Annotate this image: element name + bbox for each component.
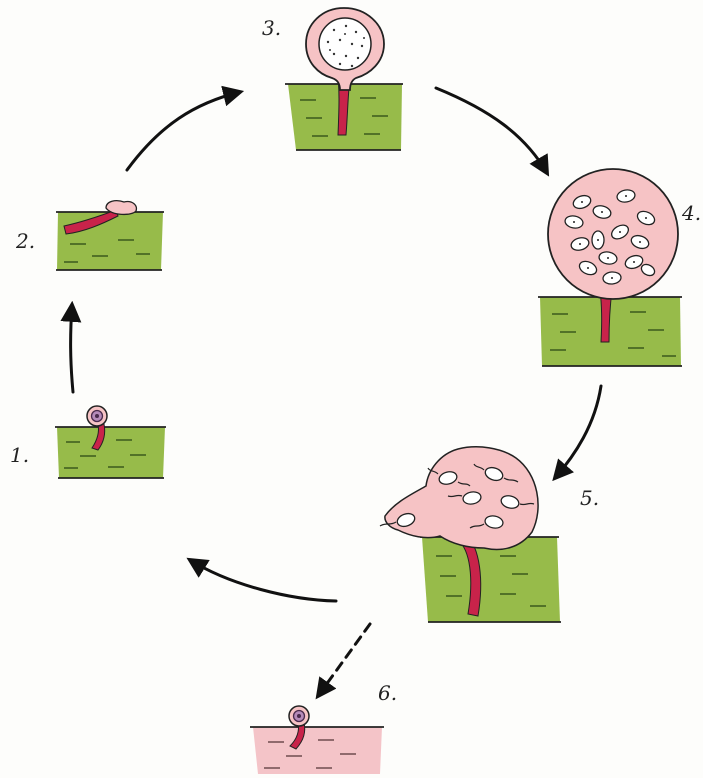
arrow-5-to-6-dashed: [318, 624, 370, 696]
stage-2-body: [106, 201, 136, 215]
stage-5-illustration: [380, 447, 561, 622]
stage-1-substrate: [57, 427, 165, 478]
stage-5-label: 5.: [580, 486, 599, 510]
stage-4-illustration: [538, 169, 682, 366]
arrow-5-to-1: [190, 560, 336, 601]
arrow-1-to-2: [71, 305, 73, 392]
stage-3-label: 3.: [262, 16, 281, 40]
stage-1-illustration: [55, 406, 166, 478]
stage-2-label: 2.: [16, 229, 35, 253]
stage-6-substrate: [253, 727, 382, 774]
stage-6-label: 6.: [378, 681, 397, 705]
arrow-4-to-5: [555, 386, 601, 478]
stage-6-illustration: [250, 706, 384, 774]
stage-3-illustration: [285, 8, 403, 150]
stage-1-label: 1.: [10, 443, 29, 467]
arrow-2-to-3: [127, 92, 240, 170]
stage-2-illustration: [56, 201, 164, 270]
arrow-3-to-4: [436, 88, 547, 173]
stage-4-label: 4.: [682, 201, 701, 225]
stage-2-substrate: [57, 212, 163, 270]
